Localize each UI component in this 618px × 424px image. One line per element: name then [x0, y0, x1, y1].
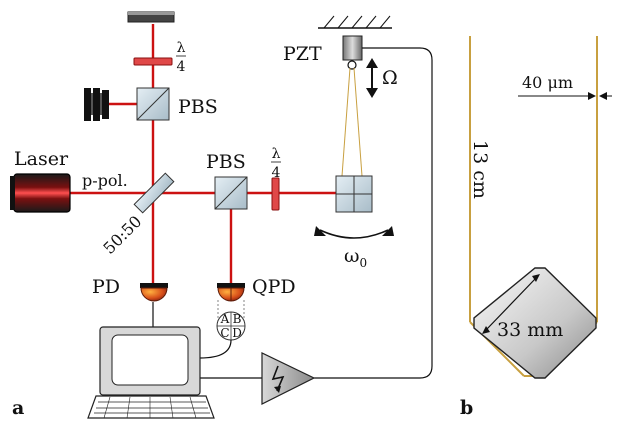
fiber-width-label: 40 μm	[522, 73, 573, 92]
qpd-quadrant-b: B	[233, 312, 242, 326]
pbs-top-label: PBS	[178, 96, 218, 118]
polarization-label: p-pol.	[82, 171, 128, 190]
panel-a: λ 4 PBS Laser p-pol. 50:50	[10, 11, 433, 419]
rotation-arrow-icon	[314, 226, 394, 239]
cube-diagonal-arrow	[482, 274, 540, 334]
pbs-top	[136, 87, 170, 121]
waveplate-top	[133, 57, 173, 66]
laser-label: Laser	[14, 148, 69, 170]
qpd-label: QPD	[252, 276, 296, 298]
drive-arrow-icon	[366, 58, 378, 98]
cube-size-label: 33 mm	[497, 319, 563, 341]
panel-a-label: a	[12, 397, 24, 419]
waveplate-mid-den: 4	[272, 165, 281, 181]
test-mass-cube	[335, 175, 373, 213]
suspension-fibers	[341, 67, 363, 177]
qpd-quadrant-d: D	[232, 326, 242, 340]
drive-omega-label: Ω	[382, 67, 398, 89]
qpd-quadrant-a: A	[220, 312, 230, 326]
computer-icon	[87, 326, 215, 419]
cables	[152, 47, 433, 379]
pzt-label: PZT	[283, 43, 322, 65]
length-label: 13 cm	[469, 140, 491, 199]
pbs-middle	[214, 176, 248, 210]
quadrant-photodiode-qpd	[217, 283, 245, 322]
pzt-mount	[318, 15, 392, 70]
fiber-width-marker	[518, 92, 612, 100]
waveplate-top-num: λ	[177, 40, 186, 56]
waveplate-mid-num: λ	[272, 146, 281, 162]
beam-dump-icon	[84, 88, 109, 121]
qpd-quadrant-c: C	[220, 326, 229, 340]
laser-source	[10, 173, 71, 213]
photodiode-pd	[140, 283, 168, 302]
waveplate-middle	[271, 177, 280, 211]
panel-b: 33 mm 13 cm 40 μm b	[460, 36, 612, 419]
test-mass-diamond	[473, 267, 597, 379]
waveplate-top-den: 4	[177, 59, 186, 75]
pbs-middle-label: PBS	[206, 151, 246, 173]
beamsplitter-ratio-label: 50:50	[99, 212, 145, 258]
omega0-label: ω0	[344, 245, 367, 270]
pd-label: PD	[92, 276, 120, 298]
panel-b-label: b	[460, 397, 473, 419]
qpd-segments: A B C D	[216, 311, 246, 341]
beamsplitter-5050	[133, 172, 175, 214]
amplifier-icon	[261, 352, 316, 405]
